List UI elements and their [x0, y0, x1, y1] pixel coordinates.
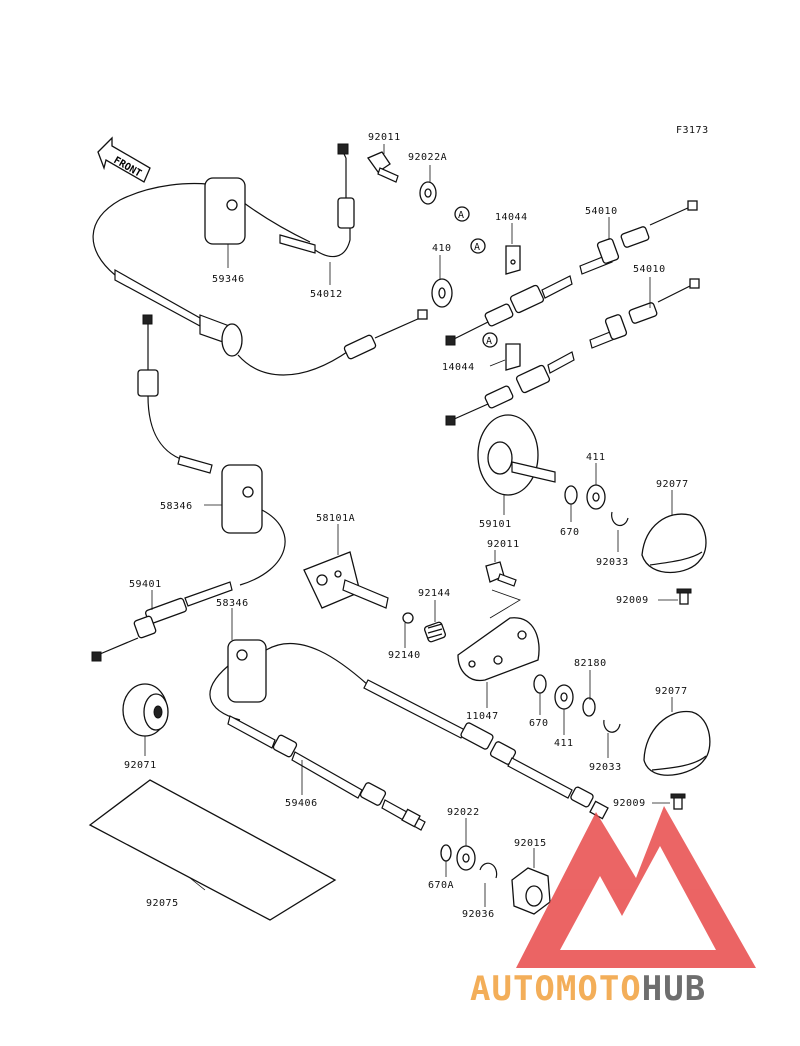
cable-boot-58346-mid: [227, 639, 267, 703]
label-58346-left: 58346: [160, 501, 193, 512]
knob-92077-upper: [641, 513, 707, 574]
cable-long-right: [363, 679, 609, 820]
label-14044-bottom: 14044: [442, 362, 475, 373]
label-92022A: 92022A: [408, 152, 447, 163]
cable-center-upper: [445, 275, 573, 346]
label-92077-top: 92077: [656, 479, 689, 490]
callout-a-3: A: [486, 336, 493, 347]
lever-58101A: [303, 551, 389, 609]
clip-92036: [479, 862, 498, 879]
label-54012: 54012: [310, 289, 343, 300]
label-92077-bottom: 92077: [655, 686, 688, 697]
oring-670A: [440, 844, 452, 862]
label-410: 410: [432, 243, 452, 254]
oring-670-upper: [564, 485, 578, 505]
pad-92075: [88, 779, 337, 921]
oring-670-lower: [533, 674, 547, 694]
washer-82180: [582, 697, 596, 717]
label-58346-mid: 58346: [216, 598, 249, 609]
label-411-top: 411: [586, 452, 606, 463]
bolt-92011-mid: [485, 561, 521, 619]
part-labels: 92011 92022A 14044 54010 410 59346 54012…: [124, 132, 689, 920]
label-92015: 92015: [514, 838, 547, 849]
label-92011-mid: 92011: [487, 539, 520, 550]
label-58101A: 58101A: [316, 513, 355, 524]
clip-92033-upper: [611, 511, 629, 527]
bracket-11047: [457, 617, 540, 682]
label-92011-top: 92011: [368, 132, 401, 143]
label-92022: 92022: [447, 807, 480, 818]
watermark-text-part1: AUTOMOTO: [470, 969, 642, 1009]
cable-center-lower: [445, 351, 575, 426]
bolt-92011-top: [367, 151, 399, 183]
label-92071: 92071: [124, 760, 157, 771]
bracket-14044-top: A: [470, 238, 521, 275]
grommet-92071: [122, 683, 169, 737]
label-59346-top: 59346: [212, 274, 245, 285]
label-11047: 11047: [466, 711, 499, 722]
washer-411-lower: [554, 684, 574, 710]
callout-a-1: A: [458, 210, 465, 221]
label-14044-top: 14044: [495, 212, 528, 223]
figure-code: F3173: [676, 125, 709, 136]
screw-92009-lower: [670, 793, 686, 810]
choke-cable-left: [91, 314, 286, 662]
label-54010-mid: 54010: [633, 264, 666, 275]
nut-92015: [511, 867, 551, 915]
label-92009-bottom: 92009: [613, 798, 646, 809]
watermark-logo: AUTOMOTOHUB: [470, 806, 756, 1009]
watermark-triangle-icon: [516, 806, 756, 968]
label-92036: 92036: [462, 909, 495, 920]
cable-boot-59346: [204, 177, 246, 245]
washer-411-upper: [586, 484, 606, 510]
ball-92140: [402, 612, 414, 624]
label-59101: 59101: [479, 519, 512, 530]
front-arrow-icon: FRONT: [97, 136, 151, 183]
clip-92033-lower: [603, 719, 621, 733]
screw-92009-upper: [676, 588, 692, 605]
label-59406: 59406: [285, 798, 318, 809]
label-92033-bottom: 92033: [589, 762, 622, 773]
label-670-top: 670: [560, 527, 580, 538]
label-670A: 670A: [428, 880, 454, 891]
label-92075: 92075: [146, 898, 179, 909]
knob-92077-lower: [643, 710, 711, 776]
lever-59101: [477, 414, 556, 496]
washer-92022A: [419, 181, 437, 205]
label-82180: 82180: [574, 658, 607, 669]
leader-lines: [144, 144, 678, 907]
cable-boot-58346: [221, 464, 263, 534]
bracket-14044-bottom: A: [482, 332, 521, 371]
washer-92022: [456, 845, 476, 871]
cable-54010-upper: [579, 200, 698, 275]
cable-54010-lower: [589, 278, 700, 349]
label-670-bottom: 670: [529, 718, 549, 729]
washer-410: [431, 278, 453, 308]
watermark-text: AUTOMOTOHUB: [470, 969, 706, 1009]
label-59401: 59401: [129, 579, 162, 590]
callout-a-2: A: [474, 242, 481, 253]
watermark-text-part2: HUB: [642, 969, 706, 1009]
cable-59406: [209, 639, 426, 831]
label-92140: 92140: [388, 650, 421, 661]
label-92009-top: 92009: [616, 595, 649, 606]
spring-92144: [424, 621, 446, 643]
throttle-cable-upper: [92, 143, 428, 376]
label-92144: 92144: [418, 588, 451, 599]
label-92033-top: 92033: [596, 557, 629, 568]
label-411-bottom: 411: [554, 738, 574, 749]
label-54010-top: 54010: [585, 206, 618, 217]
